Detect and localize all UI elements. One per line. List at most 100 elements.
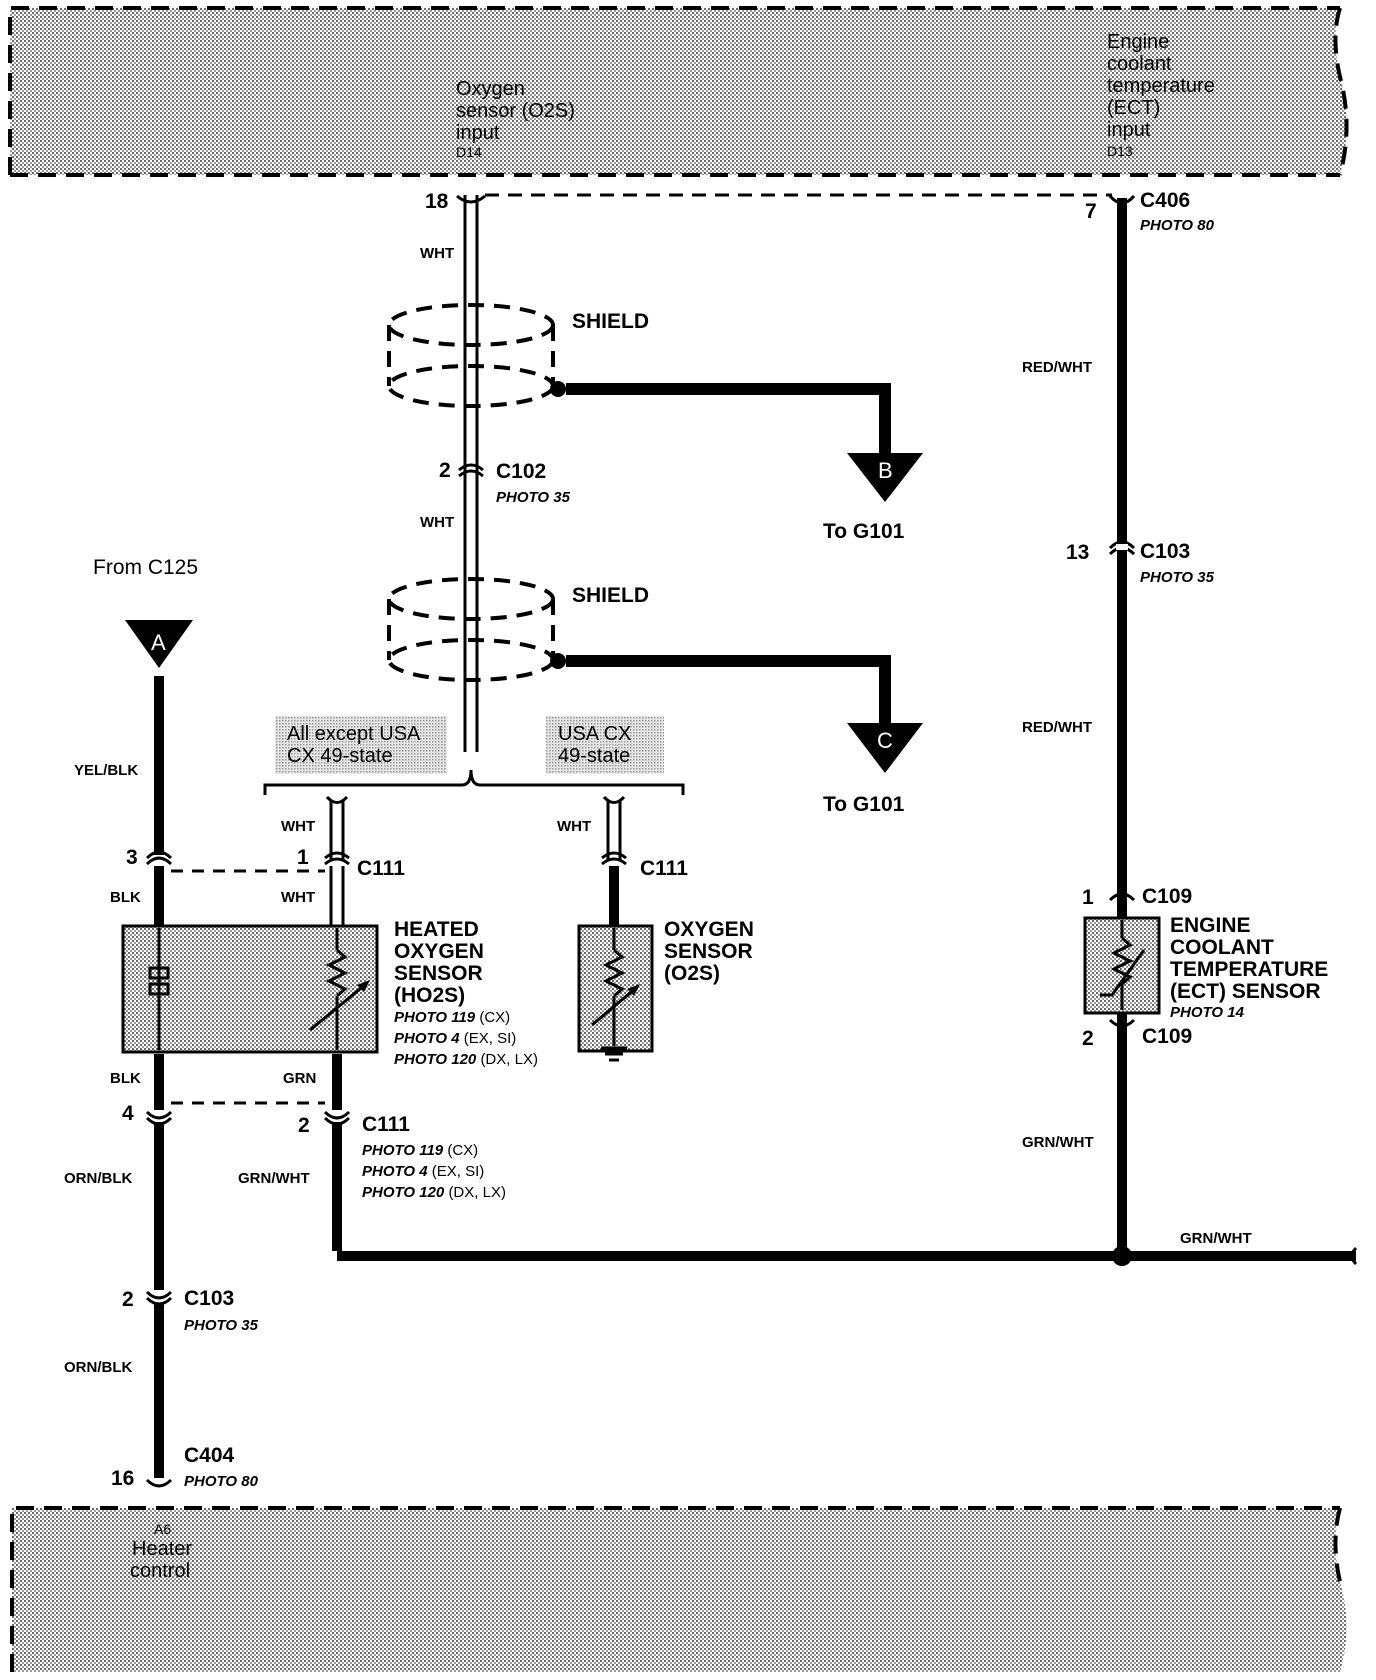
wire-color-wht-2: WHT (420, 514, 454, 531)
wire-color-wht-1: WHT (420, 245, 454, 262)
o2s-label-1: OXYGEN (664, 918, 754, 941)
c109-top-name: C109 (1142, 885, 1192, 908)
c404-pin: 16 (111, 1467, 134, 1490)
c404-name: C404 (184, 1444, 235, 1467)
ground-b-arrow (847, 453, 923, 502)
variant-left-box (275, 716, 447, 774)
c111-bottom-photo-1: PHOTO 119 (CX) (362, 1142, 478, 1159)
c109-top-pin: 1 (1082, 886, 1094, 909)
c404-photo: PHOTO 80 (184, 1473, 259, 1490)
shield-2 (387, 577, 555, 682)
c111-bottom-name: C111 (362, 1113, 410, 1136)
c111-bottom-pin: 2 (298, 1114, 310, 1137)
c406-pin: 7 (1085, 200, 1097, 223)
ect-input-label-3: temperature (1107, 75, 1215, 97)
left-bottom-pin: 4 (122, 1102, 134, 1125)
o2s-input-label-2: sensor (O2S) (456, 100, 575, 122)
from-c125-label: From C125 (93, 556, 198, 579)
ground-b-label: To G101 (823, 520, 905, 543)
ect-input-label-5: input (1107, 119, 1151, 141)
wire-color-wht-4: WHT (557, 818, 591, 835)
shield-1 (387, 303, 555, 408)
wire-color-wht-3: WHT (281, 818, 315, 835)
connector-c102-symbol (458, 463, 484, 472)
ho2s-output-wire (323, 1054, 351, 1251)
ect-sensor-label-4: (ECT) SENSOR (1170, 980, 1321, 1003)
wire-color-grn-wht-3: GRN/WHT (1180, 1230, 1252, 1247)
variant-left-line2: CX 49-state (287, 745, 393, 767)
c406-photo: PHOTO 80 (1140, 217, 1215, 234)
wire-color-grn-wht-1: GRN/WHT (1022, 1134, 1094, 1151)
c109-bottom-pin: 2 (1082, 1027, 1094, 1050)
variant-right-line2: 49-state (558, 745, 630, 767)
c111-bottom-photo-2: PHOTO 4 (EX, SI) (362, 1163, 484, 1180)
grn-wht-bus (337, 1246, 1358, 1266)
ground-c-arrow (847, 723, 923, 773)
ect-input-label-2: coolant (1107, 53, 1172, 75)
c102-pin: 2 (439, 459, 451, 482)
c103-right-name: C103 (1140, 540, 1190, 563)
wire-color-grn-wht-2: GRN/WHT (238, 1170, 310, 1187)
wire-color-red-wht-1: RED/WHT (1022, 359, 1092, 376)
ho2s-sensor (121, 924, 379, 1054)
ho2s-photo-3: PHOTO 120 (DX, LX) (394, 1051, 538, 1068)
ho2s-label-4: (HO2S) (394, 984, 465, 1007)
shield-1-drain-wire (566, 383, 891, 455)
o2s-label-2: SENSOR (664, 940, 753, 963)
c103-right-pin: 13 (1066, 541, 1089, 564)
variant-right-box (546, 716, 664, 774)
ho2s-label-3: SENSOR (394, 962, 483, 985)
shield-2-drain-node (550, 653, 566, 669)
ect-connectors (1108, 540, 1136, 1028)
wire-color-wht-5: WHT (281, 889, 315, 906)
ground-b-letter: B (878, 458, 893, 483)
c109-bottom-name: C109 (1142, 1025, 1192, 1048)
bottom-component-panel (10, 1506, 1347, 1672)
ect-sensor-photo: PHOTO 14 (1170, 1004, 1245, 1021)
heater-control-label-2: control (130, 1560, 190, 1582)
wire-color-orn-blk-2: ORN/BLK (64, 1359, 132, 1376)
ect-wire (1108, 194, 1136, 1258)
left-top-pin: 3 (126, 846, 138, 869)
from-c125-arrow (125, 620, 193, 668)
ho2s-label-2: OXYGEN (394, 940, 484, 963)
ground-c-label: To G101 (823, 793, 905, 816)
ect-sensor-label-2: COOLANT (1170, 936, 1274, 959)
ho2s-photo-1: PHOTO 119 (CX) (394, 1009, 510, 1026)
wire-color-red-wht-2: RED/WHT (1022, 719, 1092, 736)
c111-top-right-name: C111 (640, 857, 688, 880)
shield-2-drain-wire (566, 655, 891, 725)
shield-2-label: SHIELD (572, 584, 649, 607)
heater-control-pin: A6 (154, 1521, 171, 1537)
wire-color-blk-1: BLK (110, 889, 141, 906)
c102-photo: PHOTO 35 (496, 489, 571, 506)
ect-input-label-4: (ECT) (1107, 97, 1160, 119)
c103-right-photo: PHOTO 35 (1140, 569, 1215, 586)
o2s-signal-wire (601, 795, 627, 926)
o2s-input-pin: D14 (456, 144, 482, 160)
variant-bracket (263, 769, 685, 795)
top-pin: 18 (425, 190, 449, 213)
wire-color-yel-blk: YEL/BLK (74, 762, 138, 779)
wire-color-orn-blk-1: ORN/BLK (64, 1170, 132, 1187)
c103-left-name: C103 (184, 1287, 234, 1310)
top-component-panel (8, 6, 1349, 177)
variant-left-line1: All except USA (287, 723, 421, 745)
ground-c-letter: C (877, 728, 893, 753)
ect-sensor (1083, 916, 1161, 1015)
c406-name: C406 (1140, 189, 1190, 212)
c111-top-left-name: C111 (357, 857, 405, 880)
shield-1-label: SHIELD (572, 310, 649, 333)
o2s-input-label-3: input (456, 122, 500, 144)
o2s-input-label-1: Oxygen (456, 78, 525, 100)
ect-sensor-label-3: TEMPERATURE (1170, 958, 1328, 981)
c111-top-left-pin: 1 (297, 846, 309, 869)
ect-input-pin: D13 (1107, 143, 1133, 159)
ect-sensor-label-1: ENGINE (1170, 914, 1251, 937)
c111-bottom-photo-3: PHOTO 120 (DX, LX) (362, 1184, 506, 1201)
ho2s-photo-2: PHOTO 4 (EX, SI) (394, 1030, 516, 1047)
from-c125-letter: A (151, 630, 166, 655)
ho2s-label-1: HEATED (394, 918, 479, 941)
